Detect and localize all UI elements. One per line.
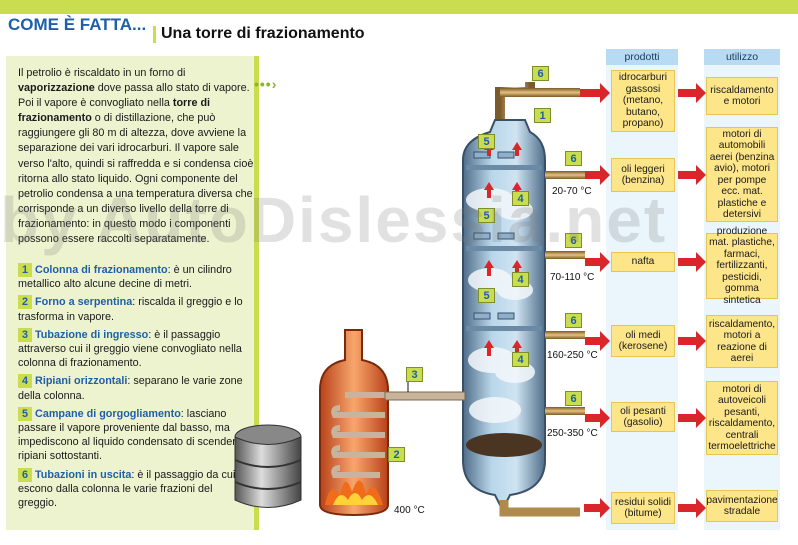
label-5: 5	[478, 288, 495, 303]
watermark: by AutoDislessia.net	[0, 184, 668, 256]
label-6: 6	[565, 151, 582, 166]
products-column	[606, 65, 678, 530]
arrow-icon	[678, 498, 706, 518]
inlet-pipe	[384, 391, 466, 401]
arrow-icon	[678, 165, 706, 185]
arrow-icon	[584, 498, 610, 518]
label-6: 6	[565, 313, 582, 328]
label-5: 5	[478, 134, 495, 149]
fractionating-tower-diagram	[234, 82, 585, 517]
intro-paragraph: Il petrolio è riscaldato in un forno di …	[18, 67, 254, 246]
arrow-icon	[678, 331, 706, 351]
top-accent-bar	[0, 0, 798, 14]
title-separator	[153, 26, 156, 43]
arrow-icon	[678, 408, 706, 428]
label-5: 5	[478, 208, 495, 223]
uses-header: utilizzo	[704, 49, 780, 65]
arrow-icon	[585, 165, 610, 185]
outlet-pipes	[545, 171, 585, 415]
label-6: 6	[565, 391, 582, 406]
temperature-label: 400 °C	[394, 505, 425, 516]
product-box: oli leggeri (benzina)	[611, 158, 675, 192]
label-4: 4	[512, 191, 529, 206]
flow-arrows	[580, 83, 706, 518]
trays	[466, 165, 542, 331]
bottom-outlet-pipe	[499, 500, 580, 517]
product-box: oli pesanti (gasolio)	[611, 402, 675, 432]
label-3: 3	[406, 367, 423, 382]
label-2: 2	[388, 447, 405, 462]
arrow-icon	[585, 331, 610, 351]
product-box: nafta	[611, 252, 675, 272]
barrel-icon	[234, 424, 302, 508]
label-4: 4	[512, 352, 529, 367]
use-box: motori di automobili aerei (benzina avio…	[706, 127, 778, 222]
products-header: prodotti	[606, 49, 678, 65]
temperature-label: 160-250 °C	[547, 350, 598, 361]
use-box: riscaldamento e motori	[706, 77, 778, 115]
vapor-arrows	[484, 142, 522, 356]
text-panel-border	[254, 56, 259, 530]
use-box: motori di autoveicoli pesanti, riscaldam…	[706, 381, 778, 455]
label-4: 4	[512, 272, 529, 287]
product-box: residui solidi (bitume)	[611, 492, 675, 524]
temperature-label: 20-70 °C	[552, 186, 592, 197]
arrow-icon	[580, 83, 610, 103]
product-box: idrocarburi gassosi (metano, butano, pro…	[611, 70, 675, 132]
use-box: riscaldamento, motori a reazione di aere…	[706, 315, 778, 368]
label-6: 6	[565, 233, 582, 248]
arrow-icon	[585, 252, 610, 272]
use-box: pavimentazione stradale	[706, 490, 778, 522]
text-panel	[6, 56, 254, 530]
product-box: oli medi (kerosene)	[611, 325, 675, 357]
label-1: 1	[534, 108, 551, 123]
arrow-icon	[585, 408, 610, 428]
dots-arrow-icon: •••›	[254, 76, 278, 92]
section-title: COME È FATTA...	[8, 15, 147, 34]
page-title: Una torre di frazionamento	[161, 25, 365, 42]
coil	[331, 392, 385, 478]
label-6: 6	[532, 66, 549, 81]
arrow-icon	[678, 83, 706, 103]
temperature-label: 250-350 °C	[547, 428, 598, 439]
bubble-caps	[473, 151, 515, 320]
temperature-label: 70-110 °C	[550, 272, 595, 283]
arrow-icon	[678, 252, 706, 272]
residue	[466, 433, 542, 457]
